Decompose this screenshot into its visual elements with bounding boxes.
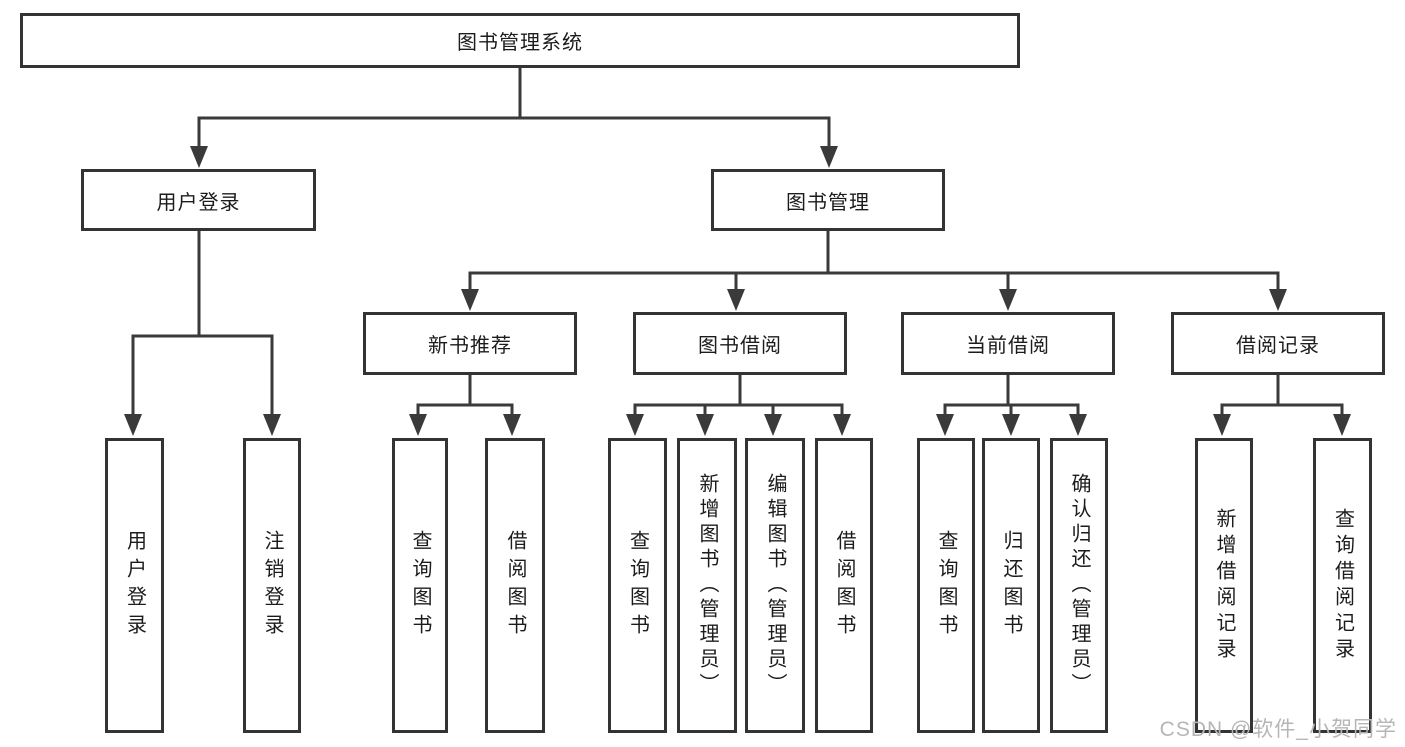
arrowhead-icon [1269,289,1287,311]
arrowhead-icon [936,414,954,436]
arrowhead-icon [696,414,714,436]
connectors-book-borrow-branch [626,373,851,436]
leaf-logout: 注销登录 [243,438,301,733]
connectors-new-book-branch [409,373,521,436]
arrowhead-icon [461,289,479,311]
node-book-management: 图书管理 [711,169,945,231]
arrowhead-icon [820,146,838,168]
node-current-borrowing: 当前借阅 [901,312,1115,375]
arrowhead-icon [1002,414,1020,436]
leaf-user-login: 用户登录 [105,438,164,733]
arrowhead-icon [833,414,851,436]
node-user-login: 用户登录 [81,169,316,231]
arrowhead-icon [409,414,427,436]
leaf-query-books-2: 查询图书 [608,438,667,733]
leaf-confirm-return-admin: 确认归还（管理员） [1050,438,1108,733]
arrowhead-icon [503,414,521,436]
arrowhead-icon [1333,414,1351,436]
leaf-return-books: 归还图书 [982,438,1040,733]
node-new-book-recommend: 新书推荐 [363,312,577,375]
leaf-borrow-books-2: 借阅图书 [815,438,873,733]
connectors-borrow-records-branch [1213,373,1351,436]
node-book-management-system: 图书管理系统 [20,13,1020,68]
connectors-root-to-level2 [190,66,838,168]
leaf-query-books-3: 查询图书 [917,438,975,733]
connectors-current-borrow-branch [936,373,1087,436]
arrowhead-icon [999,289,1017,311]
connectors-user-login-branch [124,229,281,436]
arrowhead-icon [190,146,208,168]
arrowhead-icon [1213,414,1231,436]
leaf-add-borrow-record: 新增借阅记录 [1195,438,1253,733]
leaf-add-books-admin: 新增图书（管理员） [677,438,737,733]
csdn-watermark: CSDN @软件_小贺同学 [1159,718,1397,741]
leaf-query-books-1: 查询图书 [392,438,448,733]
arrowhead-icon [1069,414,1087,436]
arrowhead-icon [263,414,281,436]
leaf-edit-books-admin: 编辑图书（管理员） [745,438,805,733]
node-book-borrowing: 图书借阅 [633,312,847,375]
arrowhead-icon [727,289,745,311]
arrowhead-icon [764,414,782,436]
leaf-borrow-books-1: 借阅图书 [485,438,545,733]
arrowhead-icon [124,414,142,436]
node-borrowing-records: 借阅记录 [1171,312,1385,375]
arrowhead-icon [626,414,644,436]
connectors-book-management-to-level3 [461,229,1287,311]
leaf-query-borrow-record: 查询借阅记录 [1313,438,1372,733]
